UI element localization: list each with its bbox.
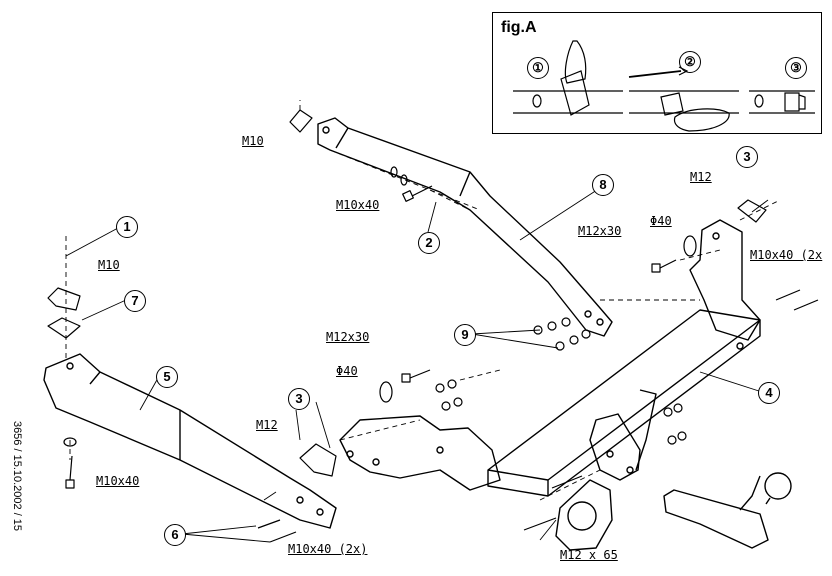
part-7-balloon: 7 <box>124 290 146 312</box>
label-m10x40-left: M10x40 <box>96 474 140 488</box>
label-phi40-mid: Φ40 <box>336 364 358 378</box>
label-m10x40-2x-bottom: M10x40 (2x) <box>288 542 368 556</box>
figure-a-inset: fig.A ① ② ③ <box>492 12 822 134</box>
finger-press-icon <box>564 40 587 84</box>
label-m12-mid: M12 <box>256 418 278 432</box>
label-m12x65: M12 x 65 <box>560 548 618 562</box>
step-1-number: ① <box>527 57 549 79</box>
part-9-balloon: 9 <box>454 324 476 346</box>
part-8-balloon: 8 <box>592 174 614 196</box>
part-1-balloon: 1 <box>116 216 138 238</box>
label-m10-left: M10 <box>98 258 120 272</box>
main-crossbar <box>487 309 761 497</box>
label-m10x40-top: M10x40 <box>336 198 380 212</box>
part-4-balloon: 4 <box>758 382 780 404</box>
part-3-balloon-right: 3 <box>736 146 758 168</box>
left-side-plate <box>339 415 501 491</box>
label-m12-right: M12 <box>690 170 712 184</box>
label-phi40-right: Φ40 <box>650 214 672 228</box>
step-3-number: ③ <box>785 57 807 79</box>
label-m12x30-right: M12x30 <box>578 224 622 238</box>
thumb-push-icon <box>673 108 730 132</box>
label-m10x40-2x-right: M10x40 (2x <box>750 248 823 262</box>
fasteners <box>47 109 819 543</box>
upper-bracket-arm <box>317 117 613 337</box>
assembly-lines <box>65 100 781 501</box>
part-5-balloon: 5 <box>156 366 178 388</box>
part-6-balloon: 6 <box>164 524 186 546</box>
part-2-balloon: 2 <box>418 232 440 254</box>
tow-ball <box>663 472 792 549</box>
label-m12x30-mid: M12x30 <box>326 330 370 344</box>
figure-title: fig.A <box>501 19 537 36</box>
step-2-number: ② <box>679 51 701 73</box>
right-side-plate <box>689 219 761 350</box>
label-m10-top: M10 <box>242 134 264 148</box>
hitch-bracket <box>555 389 657 551</box>
part-3-balloon-mid: 3 <box>288 388 310 410</box>
clip-insertion-steps <box>513 40 815 132</box>
lower-left-arm <box>43 353 337 529</box>
leader-lines <box>65 187 769 543</box>
document-reference: 3656 / 15.10.2002 / 15 <box>11 420 24 532</box>
